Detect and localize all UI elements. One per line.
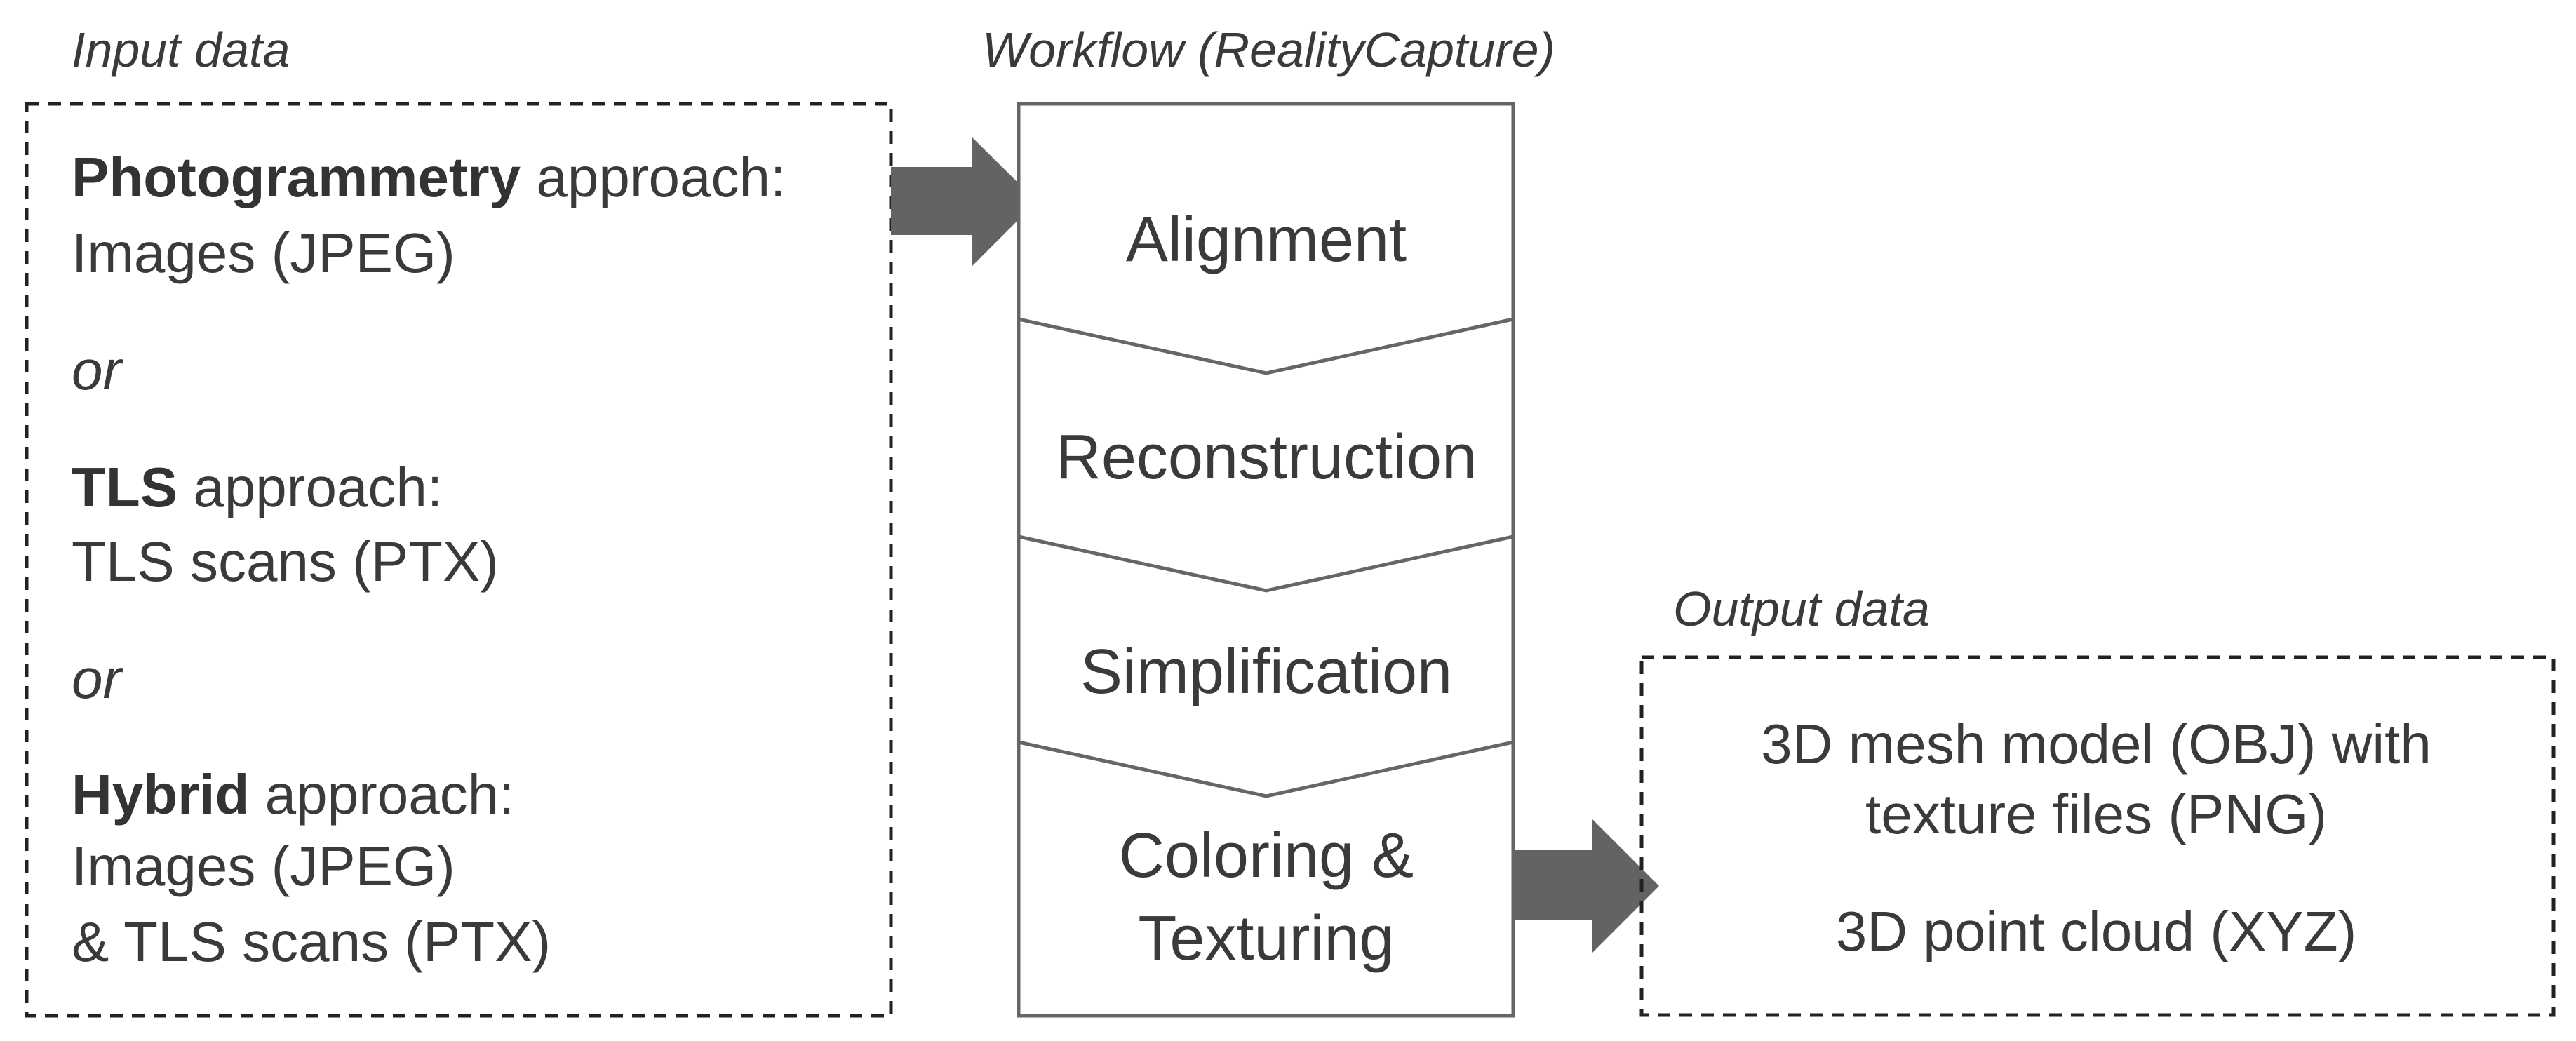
step-reconstruction: Reconstruction — [1056, 422, 1477, 492]
or-separator-2: or — [72, 647, 123, 710]
step-texturing: Texturing — [1138, 904, 1394, 974]
output-data-box — [1639, 655, 2556, 1017]
output-mesh-line-2: texture files (PNG) — [1865, 783, 2327, 845]
photogrammetry-approach-line: Photogrammetry approach: — [72, 146, 786, 208]
or-separator-1: or — [72, 339, 123, 401]
hybrid-data-line-2: & TLS scans (PTX) — [72, 911, 551, 973]
workflow-label: Workflow (RealityCapture) — [982, 22, 1555, 77]
hybrid-name: Hybrid — [72, 763, 249, 826]
workflow-divider-2 — [1018, 535, 1514, 593]
photogrammetry-suffix: approach: — [521, 146, 786, 208]
output-mesh-line-1: 3D mesh model (OBJ) with — [1761, 713, 2431, 775]
output-point-cloud: 3D point cloud (XYZ) — [1836, 900, 2357, 962]
hybrid-approach-line: Hybrid approach: — [72, 763, 514, 826]
hybrid-suffix: approach: — [249, 763, 514, 826]
workflow-divider-1 — [1018, 317, 1514, 375]
input-data-box — [25, 102, 893, 1018]
input-data-label: Input data — [72, 22, 290, 77]
tls-name: TLS — [72, 456, 177, 518]
tls-data: TLS scans (PTX) — [72, 530, 499, 593]
step-coloring: Coloring & — [1119, 821, 1414, 891]
workflow-to-output-arrow — [1513, 819, 1659, 953]
input-to-workflow-arrow — [891, 137, 1037, 267]
workflow-box — [1017, 102, 1515, 1018]
workflow-divider-3 — [1018, 740, 1514, 798]
tls-suffix: approach: — [177, 456, 443, 518]
photogrammetry-name: Photogrammetry — [72, 146, 521, 208]
step-alignment: Alignment — [1126, 205, 1407, 275]
photogrammetry-data: Images (JPEG) — [72, 222, 455, 284]
hybrid-data-line-1: Images (JPEG) — [72, 835, 455, 897]
tls-approach-line: TLS approach: — [72, 456, 443, 518]
step-simplification: Simplification — [1080, 637, 1452, 707]
output-data-label: Output data — [1673, 582, 1930, 636]
